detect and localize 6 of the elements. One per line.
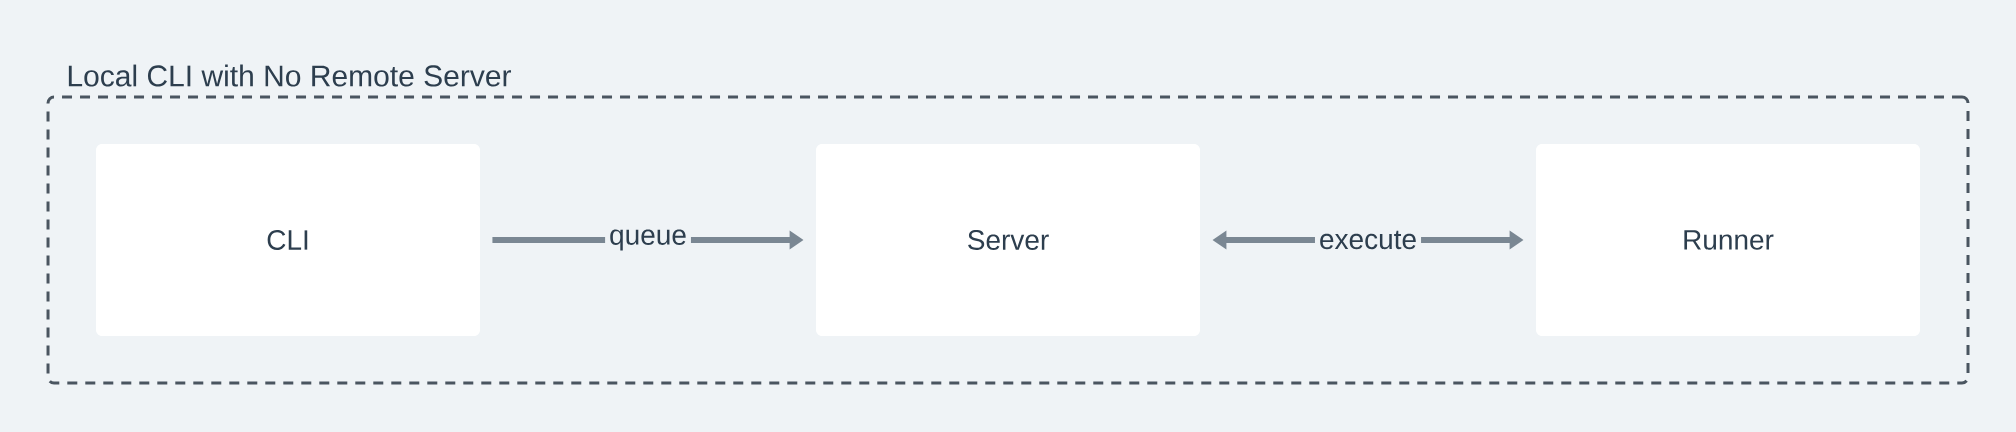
process-box: Server xyxy=(816,144,1200,336)
node-label: Local CLI with No Remote Server xyxy=(68,64,512,87)
edge-label: queue xyxy=(610,229,686,251)
process-box: Runner xyxy=(1536,144,1920,336)
edge-label: execute xyxy=(1320,230,1416,250)
process-box: CLI xyxy=(96,144,480,336)
